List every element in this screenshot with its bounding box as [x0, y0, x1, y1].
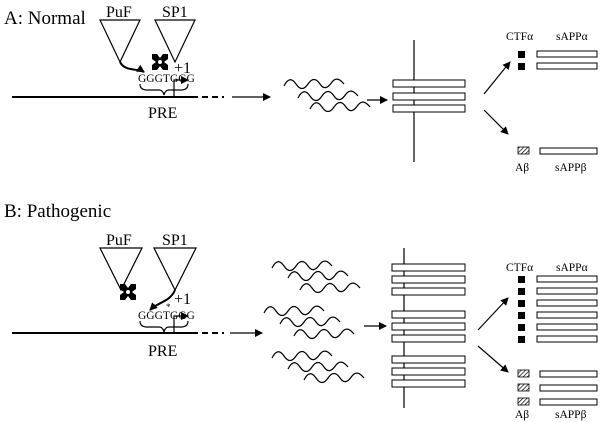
- sp1-binding-arrow: [149, 289, 176, 311]
- mrna-wave: [287, 270, 349, 282]
- app-protein: [391, 322, 466, 331]
- beta-branch-arrow: [483, 109, 509, 135]
- ctf-alpha-block: [518, 51, 525, 58]
- sp1-blocked-icon: [152, 54, 168, 70]
- sp1-factor-triangle: [154, 19, 196, 64]
- sapp-beta-bar: [539, 147, 598, 155]
- mrna-wave: [263, 305, 325, 317]
- panel-a: A: Normal PuF SP1 GGGTGGG +1 PRE: [4, 4, 598, 174]
- sapp-beta-bars: [539, 370, 598, 406]
- panel-b-title: B: Pathogenic: [4, 201, 111, 222]
- abeta-label: Aβ: [515, 409, 529, 421]
- sp1-label: SP1: [162, 232, 188, 249]
- mrna-wave: [309, 101, 371, 113]
- mutation-mark: *: [166, 302, 171, 312]
- start-site-label: +1: [174, 60, 191, 77]
- sapp-alpha-bar: [536, 311, 598, 319]
- app-protein: [392, 104, 466, 113]
- ctf-alpha-block: [518, 63, 525, 70]
- sp1-factor-triangle: [153, 247, 197, 292]
- mutation-mark: *: [151, 302, 156, 312]
- alpha-branch-arrow: [483, 61, 511, 95]
- sequence-label: GGGTGGG: [138, 310, 195, 322]
- sapp-alpha-bar: [536, 299, 598, 307]
- ctf-alpha-block: [518, 324, 525, 331]
- ctf-alpha-block: [518, 288, 525, 295]
- pre-label: PRE: [148, 105, 177, 122]
- sapp-alpha-bar: [536, 50, 598, 58]
- sapp-alpha-bar: [536, 287, 598, 295]
- sapp-alpha-bar: [536, 62, 598, 70]
- mrna-wave: [297, 90, 359, 102]
- sapp-alpha-bar: [536, 323, 598, 331]
- abeta-block: [517, 383, 530, 392]
- mrna-wave: [271, 260, 333, 272]
- app-proteins: [392, 79, 466, 113]
- mrna-wave: [287, 361, 349, 373]
- abeta-blocks: [517, 369, 530, 406]
- panel-a-title: A: Normal: [4, 8, 86, 29]
- sp1-label: SP1: [162, 4, 188, 21]
- sapp-alpha-label: sAPPα: [556, 262, 588, 274]
- app-protein: [392, 92, 466, 101]
- sapp-beta-bar: [539, 398, 598, 406]
- sapp-beta-label: sAPPβ: [555, 409, 587, 421]
- ctf-alpha-block: [518, 300, 525, 307]
- app-protein: [391, 379, 466, 388]
- ctf-alpha-block: [518, 336, 525, 343]
- pre-label: PRE: [148, 343, 177, 360]
- app-proteins: [391, 263, 466, 388]
- sapp-beta-label: sAPPβ: [555, 162, 587, 174]
- sapp-beta-bar: [539, 370, 598, 378]
- mrna-wave: [303, 372, 365, 384]
- mrna-wave: [279, 316, 341, 328]
- app-protein: [392, 79, 466, 88]
- puf-label: PuF: [106, 4, 132, 21]
- sequence-label: GGGTGGG: [138, 73, 195, 85]
- mrna-wave: [283, 78, 345, 90]
- start-site-label: +1: [174, 291, 191, 308]
- app-protein: [391, 275, 466, 284]
- ctf-alpha-blocks: [518, 276, 525, 343]
- app-protein: [391, 287, 466, 296]
- sapp-alpha-label: sAPPα: [556, 31, 588, 43]
- mrna-transcripts: [283, 78, 371, 113]
- ctf-alpha-label: CTFα: [506, 31, 533, 43]
- sapp-beta-bar: [539, 384, 598, 392]
- mrna-transcripts: [263, 260, 365, 384]
- sequence-brace: [139, 83, 189, 96]
- ctf-alpha-block: [518, 312, 525, 319]
- ctf-alpha-label: CTFα: [506, 262, 533, 274]
- sequence-brace: [139, 320, 189, 333]
- transcription-start-arrow: [173, 312, 189, 333]
- sapp-alpha-bars: [536, 275, 598, 343]
- app-protein: [391, 355, 466, 364]
- puf-blocked-icon: [120, 284, 136, 300]
- mrna-wave: [299, 282, 361, 294]
- abeta-block: [517, 397, 530, 406]
- app-protein: [391, 334, 466, 343]
- puf-factor-triangle: [99, 19, 141, 64]
- puf-binding-arrow: [119, 61, 145, 73]
- panel-b: B: Pathogenic PuF SP1 * * GGGTGGG +1 PRE: [4, 201, 598, 421]
- abeta-label: Aβ: [515, 162, 529, 174]
- app-protein: [391, 367, 466, 376]
- transcription-start-arrow: [173, 76, 189, 97]
- mrna-wave: [271, 350, 333, 362]
- sapp-alpha-bar: [536, 275, 598, 283]
- mrna-wave: [293, 328, 355, 340]
- abeta-block: [517, 369, 530, 378]
- puf-label: PuF: [106, 232, 132, 249]
- beta-branch-arrow: [477, 345, 509, 373]
- app-protein: [391, 263, 466, 272]
- puf-factor-triangle: [99, 247, 143, 292]
- alpha-branch-arrow: [477, 297, 509, 331]
- abeta-block: [517, 146, 530, 155]
- sapp-alpha-bar: [536, 335, 598, 343]
- ctf-alpha-block: [518, 276, 525, 283]
- app-protein: [391, 310, 466, 319]
